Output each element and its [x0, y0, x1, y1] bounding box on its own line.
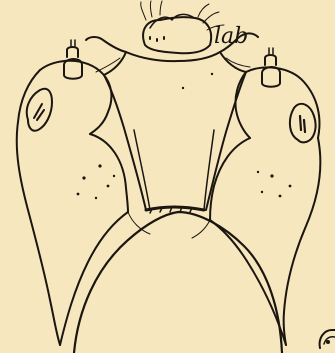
left-horn: [17, 122, 128, 345]
label-lab: lab: [214, 24, 248, 49]
right-lobe: [235, 67, 319, 142]
corner-fragment: [320, 330, 335, 348]
right-horn: [210, 138, 320, 345]
texture-dots: [77, 73, 292, 199]
left-palp: [64, 40, 82, 79]
labium-structure: [141, 1, 224, 53]
